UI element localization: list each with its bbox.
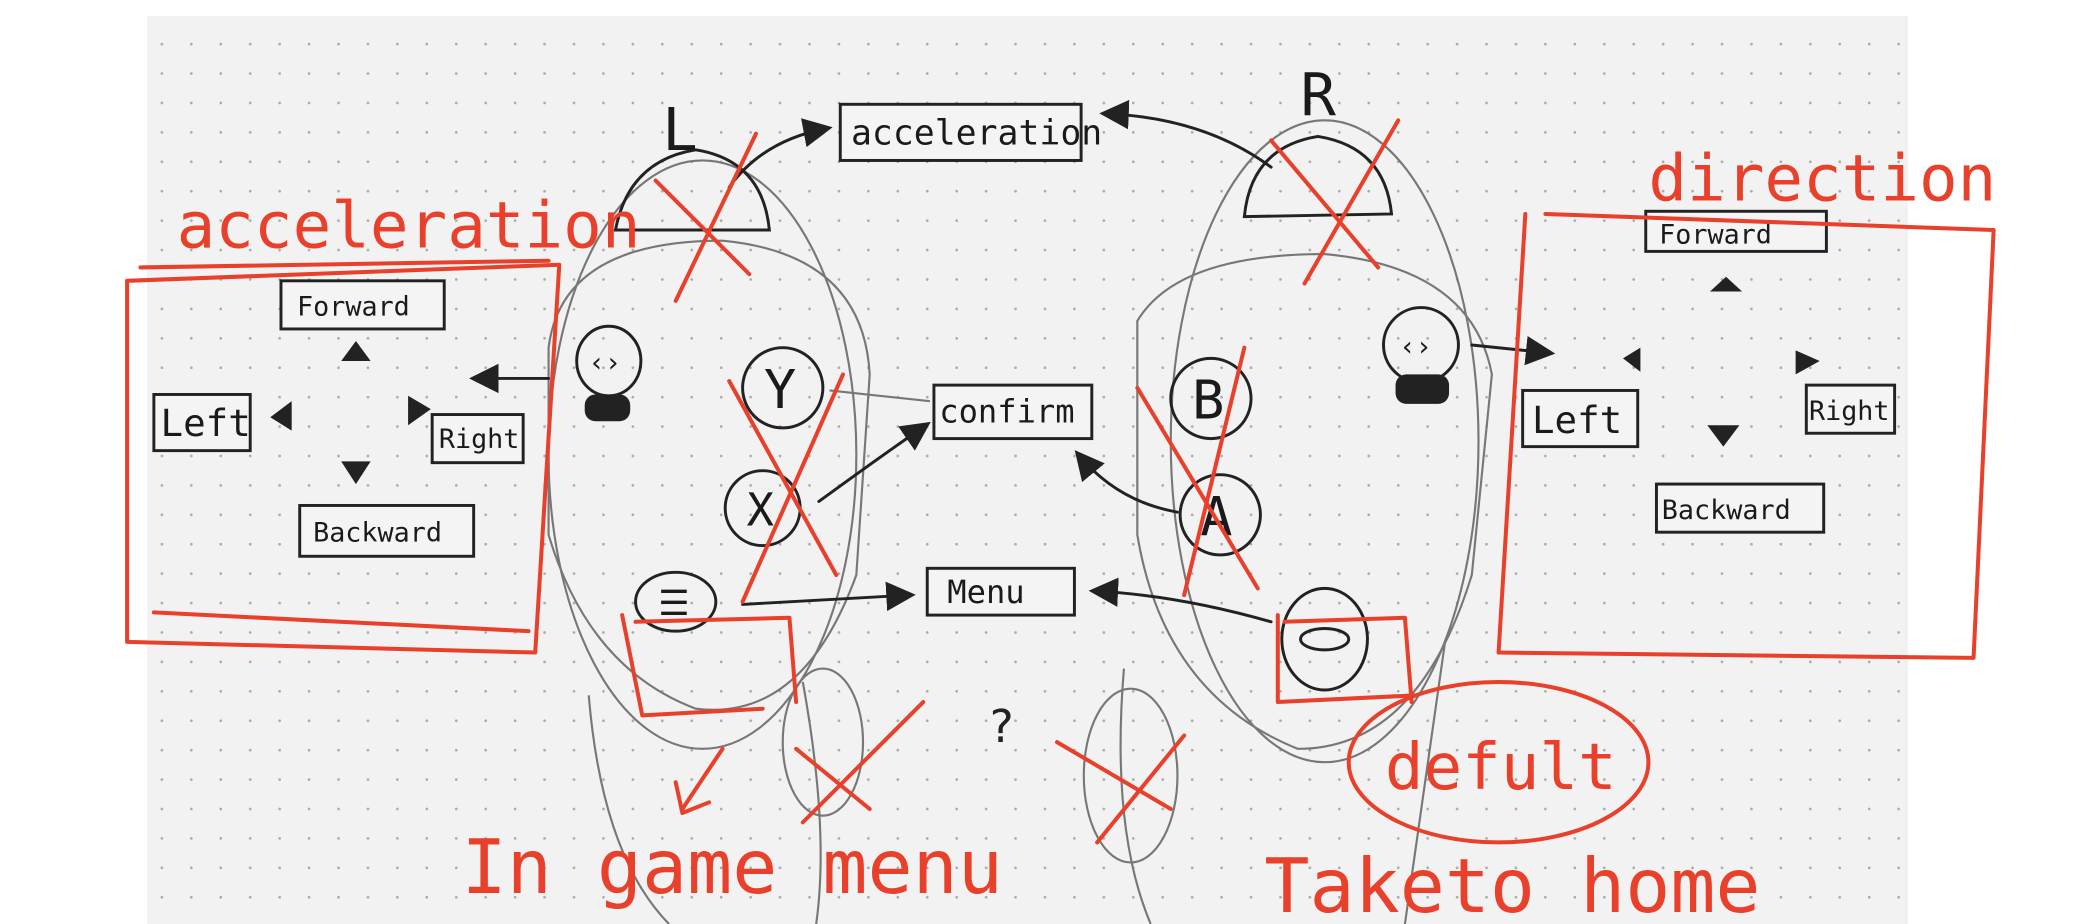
left-label: L xyxy=(662,95,697,164)
red-annotations: acceleration direction ? In game menu de… xyxy=(125,118,1996,924)
left-controller: L ‹› Y X ☰ xyxy=(547,95,871,924)
right-right-label: Right xyxy=(1809,396,1890,427)
right-label: R xyxy=(1301,60,1337,129)
left-annotation-title: acceleration xyxy=(177,188,641,263)
x-button: X xyxy=(747,484,774,537)
left-right-label: Right xyxy=(439,424,520,455)
question-mark: ? xyxy=(987,700,1014,753)
right-direction-pad: Forward Left Right Backward xyxy=(1521,209,1897,534)
home-button xyxy=(1280,586,1369,692)
b-button: B xyxy=(1192,369,1224,432)
svg-text:☰: ☰ xyxy=(658,584,689,624)
confirm-box: confirm xyxy=(939,393,1074,431)
take-to-home-note: Taketo home xyxy=(1264,842,1760,924)
right-backward-label: Backward xyxy=(1662,495,1791,526)
mapping-arrows xyxy=(469,99,1556,624)
right-annotation-title: direction xyxy=(1648,142,1996,217)
menu-button xyxy=(634,570,718,633)
in-game-menu-note: In game menu xyxy=(462,823,1003,911)
y-button: Y xyxy=(764,358,796,421)
svg-text:‹›: ‹› xyxy=(589,348,621,379)
acceleration-box: acceleration xyxy=(851,113,1102,153)
right-left-label: Left xyxy=(1532,398,1622,442)
left-direction-pad: Forward Left Right Backward xyxy=(152,279,525,558)
left-forward-label: Forward xyxy=(297,292,410,323)
left-left-label: Left xyxy=(161,401,251,445)
default-note: defult xyxy=(1385,730,1617,805)
left-backward-label: Backward xyxy=(313,518,442,549)
svg-text:‹›: ‹› xyxy=(1400,332,1432,363)
right-forward-label: Forward xyxy=(1659,219,1772,250)
menu-box: Menu xyxy=(947,573,1024,611)
